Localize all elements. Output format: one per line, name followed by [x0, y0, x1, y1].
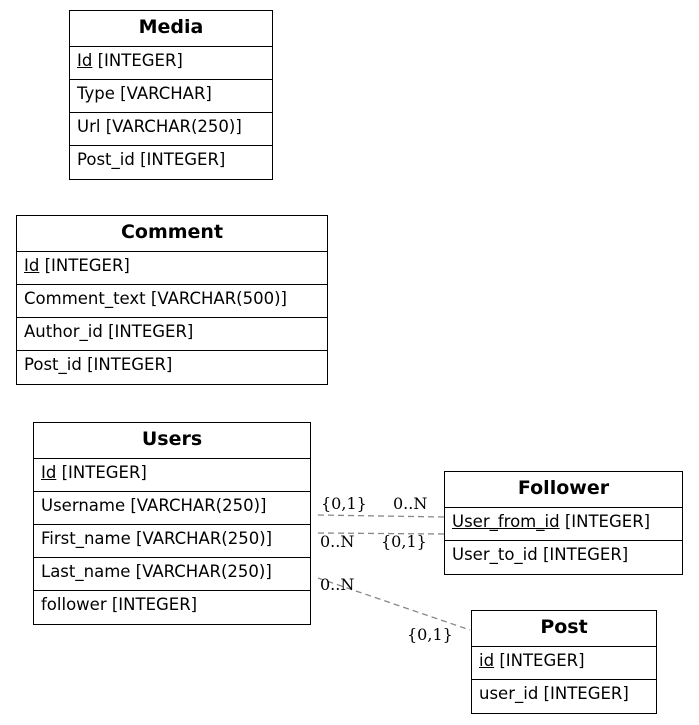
edge-users-follower-1 — [317, 514, 445, 518]
field-type: [INTEGER] — [44, 256, 130, 275]
field-name: Post_id — [24, 355, 82, 374]
field-name: Url — [77, 117, 101, 136]
field-row: Post_id [INTEGER] — [70, 146, 272, 179]
field-type: [VARCHAR(250)] — [130, 496, 267, 515]
field-row: Comment_text [VARCHAR(500)] — [17, 285, 327, 318]
field-type: [VARCHAR] — [120, 84, 212, 103]
field-name: user_id — [479, 684, 539, 703]
field-name: User_to_id — [452, 545, 538, 564]
field-row: follower [INTEGER] — [34, 591, 310, 624]
entity-users[interactable]: Users Id [INTEGER] Username [VARCHAR(250… — [33, 422, 311, 625]
edge-users-post — [317, 577, 471, 631]
field-name: Id — [24, 256, 40, 275]
entity-title: Follower — [445, 472, 682, 508]
entity-post[interactable]: Post id [INTEGER] user_id [INTEGER] — [471, 610, 657, 714]
entity-follower[interactable]: Follower User_from_id [INTEGER] User_to_… — [444, 471, 683, 575]
field-name: follower — [41, 595, 107, 614]
cardinality-label: {0,1} — [321, 494, 367, 513]
field-name: Author_id — [24, 322, 103, 341]
cardinality-label: 0..N — [320, 532, 355, 551]
entity-title: Comment — [17, 216, 327, 252]
field-type: [INTEGER] — [542, 545, 629, 564]
field-name: First_name — [41, 529, 131, 548]
field-type: [INTEGER] — [543, 684, 629, 703]
field-row: Post_id [INTEGER] — [17, 351, 327, 384]
field-row: Id [INTEGER] — [34, 459, 310, 492]
field-row: Url [VARCHAR(250)] — [70, 113, 272, 146]
field-name: Type — [77, 84, 115, 103]
field-row: Type [VARCHAR] — [70, 80, 272, 113]
field-type: [INTEGER] — [61, 463, 147, 482]
field-name: Username — [41, 496, 126, 515]
field-row: Last_name [VARCHAR(250)] — [34, 558, 310, 591]
field-name: id — [479, 651, 495, 670]
cardinality-label: 0..N — [320, 575, 355, 594]
field-row: user_id [INTEGER] — [472, 680, 656, 713]
field-row: id [INTEGER] — [472, 647, 656, 680]
field-name: Comment_text — [24, 289, 146, 308]
field-row: User_from_id [INTEGER] — [445, 508, 682, 541]
field-type: [INTEGER] — [97, 51, 183, 70]
entity-comment[interactable]: Comment Id [INTEGER] Comment_text [VARCH… — [16, 215, 328, 385]
field-type: [VARCHAR(250)] — [136, 529, 273, 548]
cardinality-label: {0,1} — [381, 532, 427, 551]
field-name: User_from_id — [452, 512, 560, 531]
entity-title: Users — [34, 423, 310, 459]
field-row: Username [VARCHAR(250)] — [34, 492, 310, 525]
field-type: [INTEGER] — [499, 651, 585, 670]
field-name: Id — [77, 51, 93, 70]
field-type: [INTEGER] — [564, 512, 651, 531]
entity-title: Post — [472, 611, 656, 647]
field-type: [INTEGER] — [108, 322, 194, 341]
entity-title: Media — [70, 11, 272, 47]
field-name: Last_name — [41, 562, 131, 581]
cardinality-label: {0,1} — [407, 625, 453, 644]
field-row: User_to_id [INTEGER] — [445, 541, 682, 574]
edge-users-follower-2 — [317, 532, 445, 535]
field-name: Id — [41, 463, 57, 482]
field-type: [INTEGER] — [111, 595, 198, 614]
field-type: [INTEGER] — [140, 150, 226, 169]
field-type: [VARCHAR(500)] — [150, 289, 287, 308]
field-type: [VARCHAR(250)] — [135, 562, 272, 581]
field-name: Post_id — [77, 150, 135, 169]
field-row: Id [INTEGER] — [70, 47, 272, 80]
field-row: First_name [VARCHAR(250)] — [34, 525, 310, 558]
entity-media[interactable]: Media Id [INTEGER] Type [VARCHAR] Url [V… — [69, 10, 273, 180]
cardinality-label: 0..N — [393, 494, 428, 513]
field-row: Id [INTEGER] — [17, 252, 327, 285]
field-row: Author_id [INTEGER] — [17, 318, 327, 351]
field-type: [VARCHAR(250)] — [105, 117, 242, 136]
field-type: [INTEGER] — [87, 355, 173, 374]
